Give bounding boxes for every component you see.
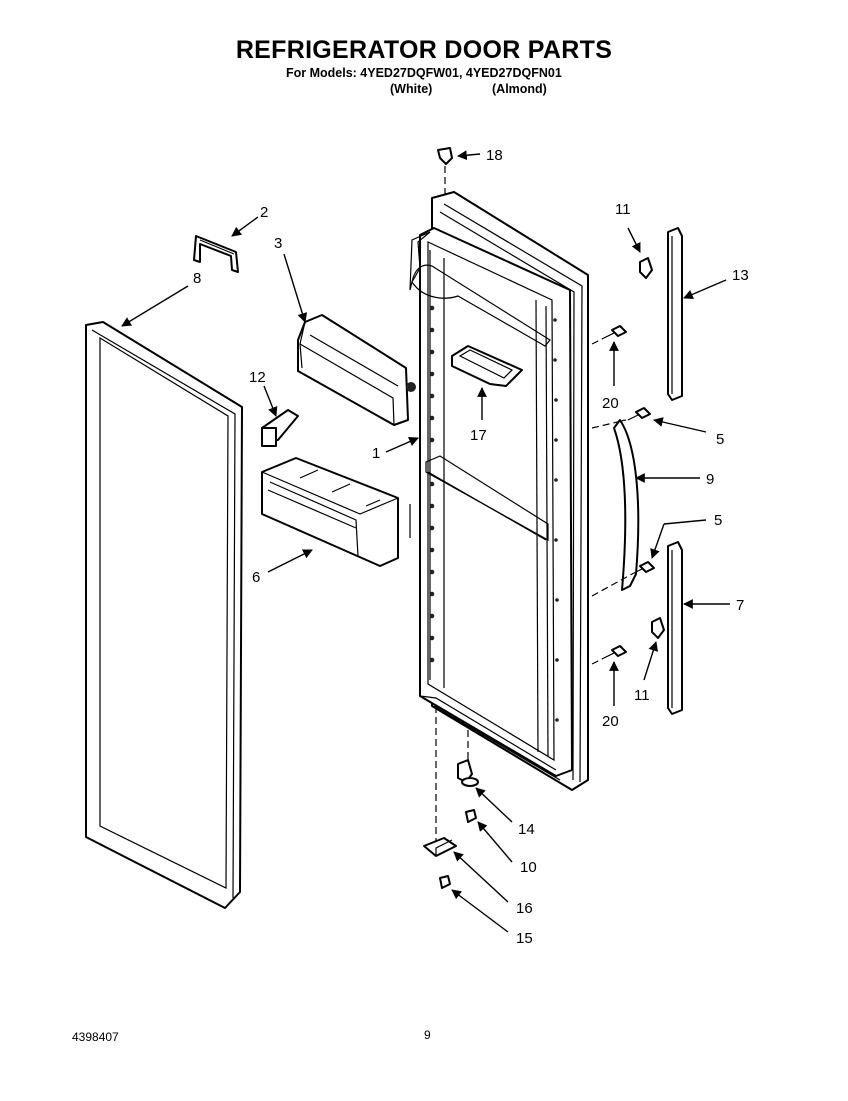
callout-11-lower: 11: [634, 687, 650, 704]
lower-handle-clip: [651, 617, 665, 639]
utility-tray: [451, 345, 523, 387]
bottom-hinge-bracket: [423, 837, 457, 857]
upper-door-bin: [297, 314, 416, 426]
callout-17: 17: [470, 427, 487, 444]
callout-3: 3: [274, 235, 282, 252]
page-number: 9: [424, 1028, 431, 1042]
door-assembly: [409, 191, 589, 791]
callout-11-upper: 11: [615, 201, 631, 218]
shelf-clip-part: [193, 235, 239, 273]
callout-9: 9: [706, 471, 714, 488]
callout-1: 1: [372, 445, 380, 462]
page-title: REFRIGERATOR DOOR PARTS: [235, 36, 613, 64]
callout-5-lower: 5: [714, 512, 722, 529]
hinge-screw-15: [439, 875, 451, 889]
hinge-screw-10: [465, 809, 477, 823]
bin-clip-part: [261, 409, 299, 447]
callout-18: 18: [486, 147, 503, 164]
callout-13: 13: [732, 267, 749, 284]
screw-5-upper: [627, 407, 651, 421]
callout-14: 14: [518, 821, 535, 838]
callout-20-lower: 20: [602, 713, 619, 730]
lower-trim-strip: [667, 541, 683, 715]
callout-2: 2: [260, 204, 268, 221]
screw-20-lower: [603, 645, 627, 659]
upper-trim-strip: [667, 227, 683, 401]
leader-lines: [121, 150, 730, 933]
callout-8: 8: [193, 270, 201, 287]
models-line: For Models: 4YED27DQFW01, 4YED27DQFN01: [286, 66, 562, 80]
variant-white-label: (White): [390, 82, 433, 96]
lower-door-bin: [261, 457, 411, 567]
hinge-pin-bushing: [457, 759, 479, 787]
door-gasket: [85, 321, 243, 909]
callout-20-upper: 20: [602, 395, 619, 412]
callout-6: 6: [252, 569, 260, 586]
callout-16: 16: [516, 900, 533, 917]
upper-handle-clip: [639, 257, 653, 279]
screw-5-lower: [631, 561, 655, 575]
callout-12: 12: [249, 369, 266, 386]
callout-7: 7: [736, 597, 744, 614]
top-hinge-screw: [437, 147, 453, 196]
variant-almond-label: (Almond): [492, 82, 547, 96]
callout-15: 15: [516, 930, 533, 947]
door-handle: [613, 419, 640, 591]
callout-10: 10: [520, 859, 537, 876]
document-number: 4398407: [72, 1030, 119, 1044]
screw-20-upper: [603, 325, 627, 339]
callout-5-upper: 5: [716, 431, 724, 448]
